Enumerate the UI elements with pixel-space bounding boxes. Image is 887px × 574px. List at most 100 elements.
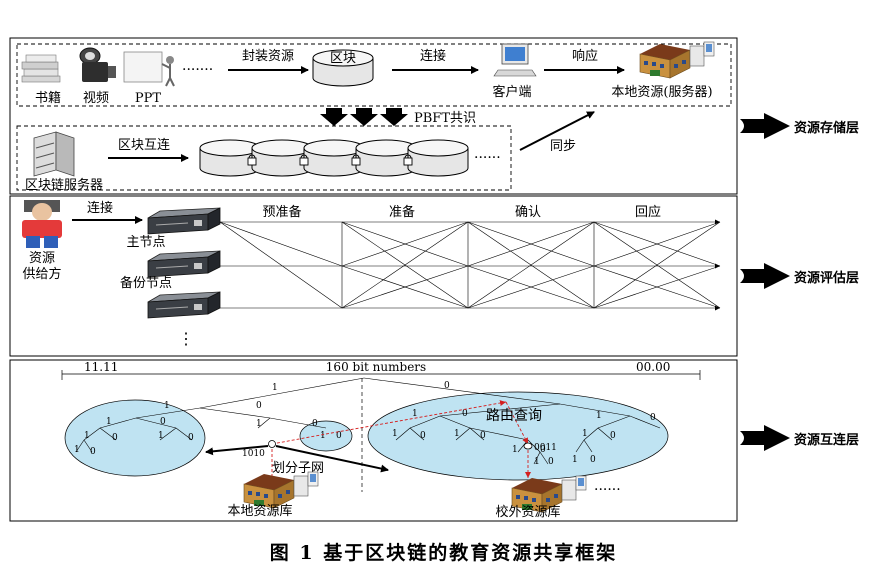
evaluation-layer-label: 资源评估层 — [794, 270, 859, 286]
bit-label: 0 — [420, 431, 426, 441]
encapsulate-label: 封装资源 — [242, 49, 294, 64]
routing-query-path — [271, 400, 531, 478]
phase-label-commit: 确认 — [515, 205, 541, 220]
bit-label: 1 — [158, 431, 164, 441]
provider-label-line2: 供给方 — [22, 266, 61, 282]
interconnect-layer-pointer-arrow — [740, 425, 790, 451]
bit-label: 0 — [480, 431, 486, 441]
phase-label-reply: 回应 — [635, 204, 661, 220]
ppt-presenter-icon — [123, 51, 175, 87]
provider-connect-label: 连接 — [87, 200, 113, 216]
provider-person-icon — [22, 200, 62, 248]
storage-layer-frame — [9, 37, 738, 195]
phase-label-prepare: 准备 — [389, 204, 415, 220]
routing-query-label: 路由查询 — [486, 408, 542, 424]
evaluation-layer-pointer-arrow — [740, 263, 790, 289]
backup-node-label: 备份节点 — [120, 275, 172, 291]
blockchain-server-icon — [33, 131, 75, 177]
bit-label: 1 — [512, 445, 518, 455]
respond-label: 响应 — [572, 48, 598, 64]
bit-label: 1 — [106, 417, 112, 427]
source-label-video: 视频 — [83, 91, 109, 106]
chain-link-label: 区块互连 — [118, 137, 170, 153]
consensus-label: PBFT共识 — [414, 111, 476, 126]
bit-label: 0 — [650, 413, 656, 423]
bit-label: 1 — [454, 429, 460, 439]
sources-ellipsis: ······· — [182, 62, 213, 78]
backup-server-icon — [147, 291, 221, 319]
connect-label: 连接 — [420, 48, 446, 64]
bit-label: 1 — [256, 419, 262, 429]
bit-label: 0 — [590, 455, 596, 465]
source-label-books: 书籍 — [35, 90, 61, 106]
bit-label: 0 — [444, 381, 450, 391]
video-camera-icon — [79, 47, 116, 82]
source-label-ppt: PPT — [135, 91, 161, 106]
local-node-marker — [268, 440, 276, 448]
tree-bit-labels: 1 0 1 0 1 0 1 0 1 0 1 0 1 0 1 0 1 0 1 0 … — [74, 381, 656, 467]
local-repository-label: 本地资源库 — [227, 503, 292, 519]
bit-label: 1 — [272, 383, 278, 393]
evaluation-layer-frame — [9, 195, 738, 357]
client-label: 客户端 — [492, 84, 531, 100]
bit-label: 0 — [336, 431, 342, 441]
provider-label-line1: 资源 — [29, 251, 55, 266]
sync-label: 同步 — [550, 139, 576, 154]
backup-server-icon — [147, 250, 221, 278]
left-subnet-ellipse — [64, 399, 206, 477]
kademlia-routing-tree — [75, 377, 661, 465]
books-icon — [21, 54, 61, 83]
client-computer-icon — [493, 43, 537, 77]
bit-label: 0 — [160, 417, 166, 427]
external-repository-label: 校外资源库 — [495, 504, 560, 520]
bit-label: 0 — [312, 419, 318, 429]
bit-label: 0 — [90, 447, 96, 457]
more-servers-ellipsis: ⋮ — [178, 329, 194, 348]
id-space-label: 160 bit numbers — [326, 360, 426, 374]
bit-label: 0 — [540, 445, 546, 455]
bit-label: 1 — [320, 431, 326, 441]
external-node-marker — [523, 442, 533, 450]
local-node-id: 1010 — [242, 449, 265, 459]
sync-arrow — [519, 111, 595, 151]
subnet-arrow-right — [275, 445, 389, 473]
id-start-label: 11.11 — [84, 360, 118, 374]
external-node-id: 0011 — [534, 443, 557, 453]
figure-caption: 图 1 基于区块链的教育资源共享框架 — [269, 542, 618, 564]
bit-label: 1 — [164, 401, 170, 411]
local-server-label: 本地资源(服务器) — [611, 84, 712, 100]
interconnect-layer-frame — [9, 359, 738, 522]
storage-bottom-dashed-frame — [16, 125, 512, 191]
bit-label: 1 — [572, 455, 578, 465]
bit-label: 1 — [84, 431, 90, 441]
local-server-building-icon — [639, 41, 715, 79]
block-chain — [199, 139, 469, 177]
bit-label: 0 — [610, 431, 616, 441]
storage-top-dashed-frame — [16, 43, 732, 107]
bit-label: 1 — [534, 457, 540, 467]
bit-label: 0 — [462, 409, 468, 419]
blockchain-server-label: 区块链服务器 — [25, 177, 103, 193]
bit-label: 1 — [582, 429, 588, 439]
chain-ellipsis: ······ — [474, 150, 501, 166]
id-space-scale — [61, 370, 701, 380]
local-repository-building-icon — [243, 471, 319, 509]
consensus-down-arrows — [320, 108, 408, 126]
bit-label: 0 — [188, 433, 194, 443]
chain-block-5 — [407, 139, 469, 177]
bit-label: 1 — [412, 409, 418, 419]
block-label: 区块 — [330, 51, 356, 66]
id-end-label: 00.00 — [636, 360, 670, 374]
subnet-arrow-left — [205, 445, 269, 456]
pbft-phase-grid — [219, 219, 721, 311]
phase-label-pre-prepare: 预准备 — [262, 204, 301, 220]
bit-label: 0 — [548, 457, 554, 467]
storage-layer-label: 资源存储层 — [794, 120, 859, 136]
primary-server-icon — [147, 207, 221, 235]
repository-ellipsis: ······ — [594, 482, 621, 498]
bit-label: 0 — [112, 433, 118, 443]
storage-layer-pointer-arrow — [740, 113, 790, 139]
bit-label: 1 — [392, 429, 398, 439]
bit-label: 1 — [596, 411, 602, 421]
